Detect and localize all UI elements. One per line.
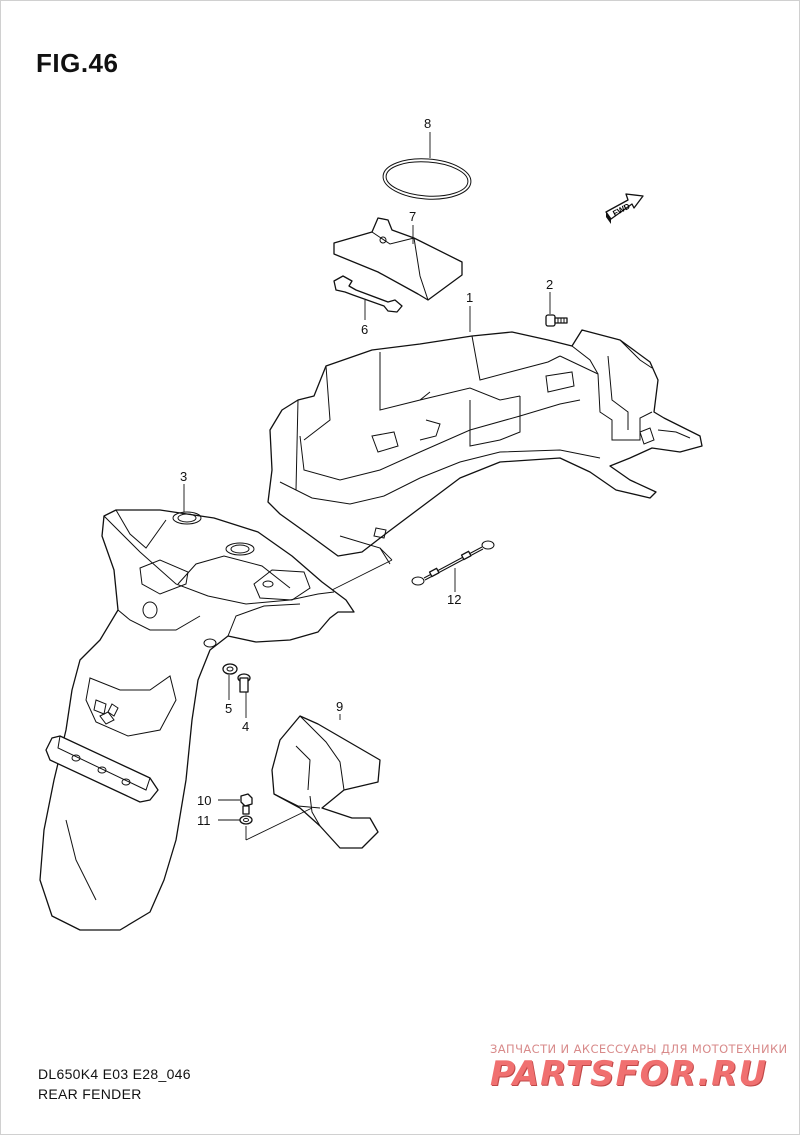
part-8-band <box>382 158 472 200</box>
model-code: DL650K4 E03 E28_046 <box>38 1066 191 1082</box>
callout-3: 3 <box>180 469 187 484</box>
part-2-screw <box>545 314 568 327</box>
callout-5: 5 <box>225 701 232 716</box>
callout-8: 8 <box>424 116 431 131</box>
callout-numbers: 8 7 6 1 2 3 5 4 12 9 10 11 <box>180 116 553 828</box>
callout-9: 9 <box>336 699 343 714</box>
figure-title: FIG.46 <box>36 48 119 78</box>
part-6-wrench <box>333 275 403 313</box>
figure-description: REAR FENDER <box>38 1086 142 1102</box>
leader-lines <box>183 132 551 841</box>
part-3-rear-fender <box>39 509 355 931</box>
part-1-rear-fender-tray <box>267 329 703 565</box>
callout-6: 6 <box>361 322 368 337</box>
watermark-logo: PARTSFOR.RU <box>490 1054 768 1094</box>
watermark-tagline: ЗАПЧАСТИ И АКСЕССУАРЫ ДЛЯ МОТОТЕХНИКИ <box>490 1042 788 1056</box>
callout-1: 1 <box>466 290 473 305</box>
part-10-bolt <box>240 793 253 815</box>
callout-12: 12 <box>447 592 461 607</box>
part-9-mud-guard <box>271 715 381 849</box>
callout-4: 4 <box>242 719 249 734</box>
part-7-tool-bag <box>333 217 463 301</box>
fwd-arrow-icon: FWD <box>605 193 644 224</box>
callout-7: 7 <box>409 209 416 224</box>
part-4-bolt <box>237 673 251 693</box>
callout-10: 10 <box>197 793 211 808</box>
part-5-washer <box>222 663 238 675</box>
part-12-wire-cable <box>411 540 495 586</box>
callout-11: 11 <box>197 813 211 828</box>
part-11-nut <box>239 815 253 825</box>
callout-2: 2 <box>546 277 553 292</box>
